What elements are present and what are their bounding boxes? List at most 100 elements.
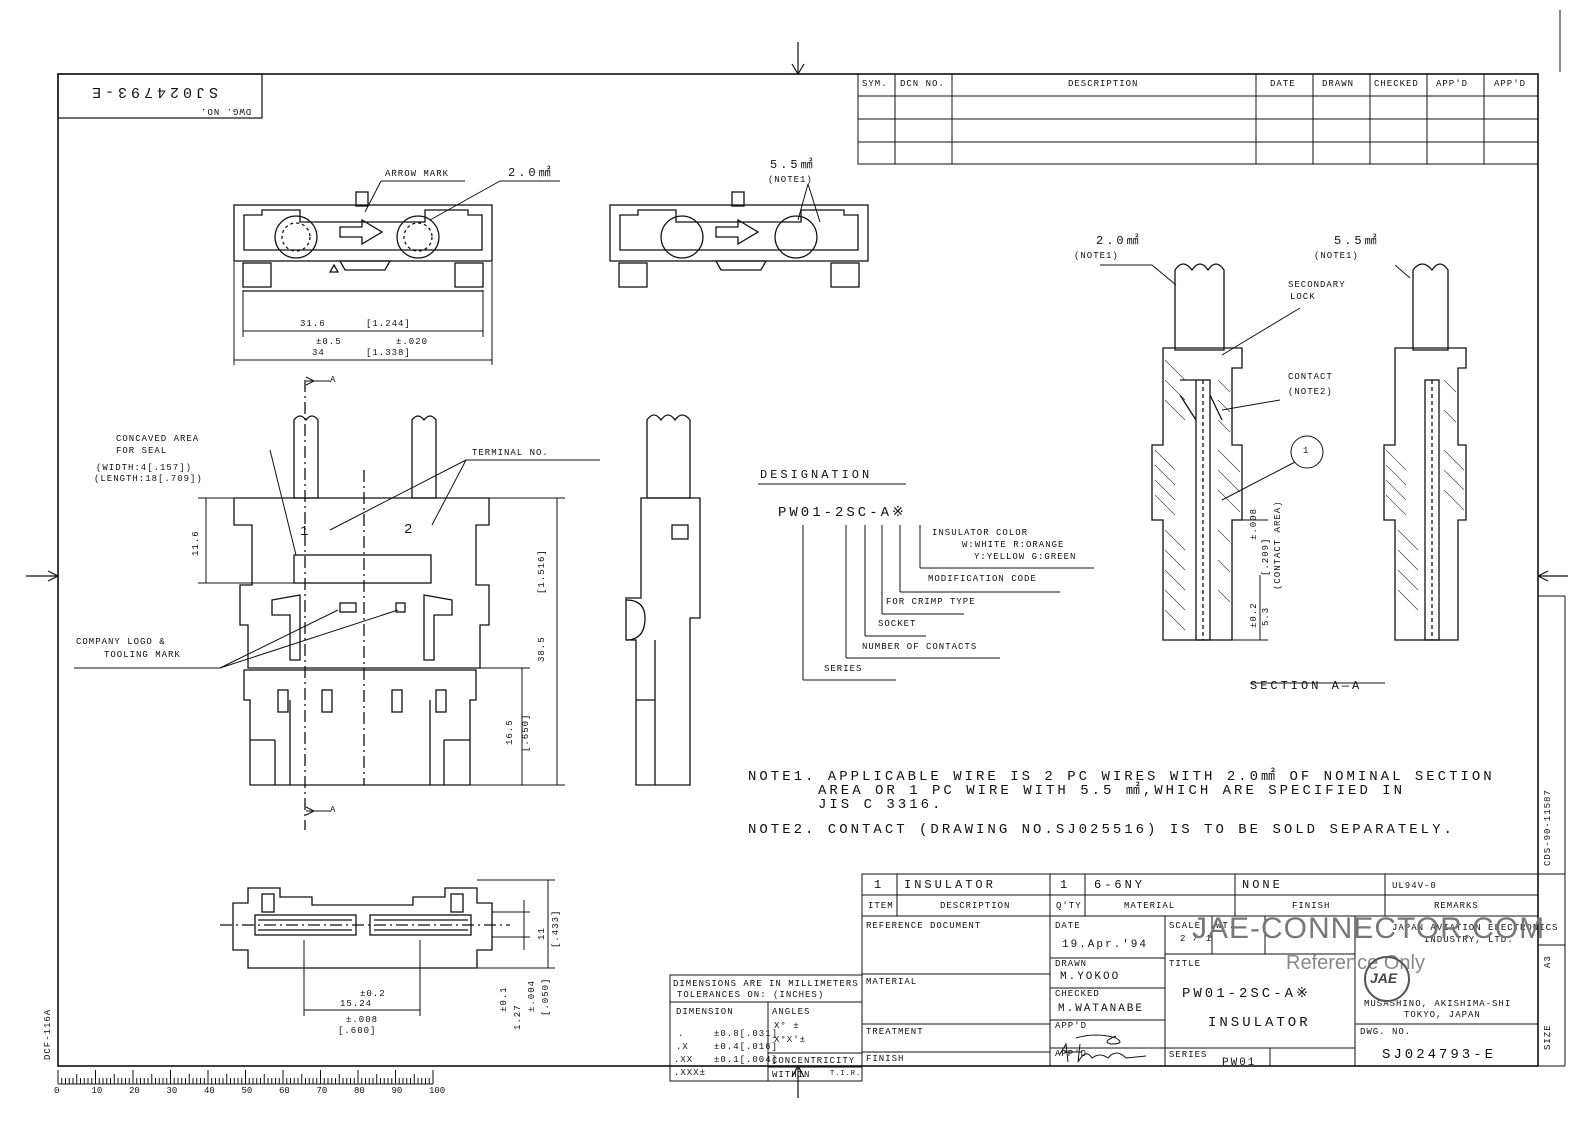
tb-dwg-no-label: DWG. NO. (1360, 1027, 1412, 1037)
tol-angle2: X°X'± (774, 1035, 807, 1045)
designation-crimp: FOR CRIMP TYPE (886, 597, 976, 607)
wire-5-5-label: 5.5㎟ (770, 158, 816, 172)
tb-title-label: TITLE (1169, 959, 1202, 969)
parts-qty: 1 (1060, 878, 1071, 892)
dim-38-5-in: [1.516] (537, 549, 547, 594)
tb-title-line2: INSULATOR (1208, 1015, 1311, 1031)
parts-h-material: MATERIAL (1124, 901, 1176, 911)
ruler-label: 90 (391, 1086, 403, 1096)
dim-31-6-in: [1.244] (366, 319, 411, 329)
section-contact-area: (CONTACT AREA) (1273, 500, 1283, 590)
rev-col-date: DATE (1270, 79, 1296, 89)
dcf-code: DCF-116A (43, 1008, 53, 1060)
parts-description: INSULATOR (904, 878, 996, 892)
ruler-label: 70 (316, 1086, 328, 1096)
note1-line3: JIS C 3316. (818, 797, 944, 813)
section-tol-008: ±.008 (1249, 507, 1259, 540)
tol-tir: T.I.R. (830, 1070, 862, 1078)
designation-code: PW01-2SC-A※ (778, 505, 907, 521)
dim-16-5-in: [.650] (521, 713, 531, 752)
rev-col-description: DESCRIPTION (1068, 79, 1139, 89)
designation-color-line1: W:WHITE R:ORANGE (962, 540, 1065, 550)
concaved-width: (WIDTH:4[.157]) (96, 463, 193, 473)
parts-h-description: DESCRIPTION (940, 901, 1011, 911)
tb-size-label: SIZE (1543, 1024, 1553, 1050)
tol-line2: TOLERANCES ON: (INCHES) (677, 990, 825, 1000)
jae-logo (1364, 956, 1410, 1002)
tol-angles: ANGLES (772, 1007, 811, 1017)
jae-logo-text: JAE (1370, 970, 1398, 986)
tb-appd-label: APP'D (1055, 1021, 1088, 1031)
tb-date-value: 19.Apr.'94 (1062, 939, 1149, 951)
tol-0-2-bottom: ±0.2 (360, 989, 386, 999)
tol-angle1: X° ± (774, 1021, 800, 1031)
ruler-label: 10 (91, 1086, 103, 1096)
concaved-length: (LENGTH:18[.709]) (94, 474, 203, 484)
parts-item: 1 (874, 878, 885, 892)
tb-wt-label: WT. (1216, 921, 1236, 931)
ruler-label: 60 (279, 1086, 290, 1096)
section-wire-5-5: 5.5㎟ (1334, 234, 1380, 248)
tol-r1: ±0.8[.031] (714, 1029, 779, 1039)
tb-treatment: TREATMENT (866, 1027, 924, 1037)
note2-line: NOTE2. CONTACT (DRAWING NO.SJ025516) IS … (748, 822, 1455, 838)
dim-38-5: 38.5 (537, 636, 547, 662)
parts-remarks: UL94V-0 (1392, 881, 1437, 891)
section-tol-0-2: ±0.2 (1249, 602, 1259, 628)
tb-company-line1: JAPAN AVIATION ELECTRONICS (1392, 923, 1559, 933)
ruler-label: 20 (129, 1086, 140, 1096)
terminal-no-label: TERMINAL NO. (472, 448, 549, 458)
rev-col-sym: SYM. (862, 79, 888, 89)
ruler-label: 40 (204, 1086, 215, 1096)
tb-scale-label: SCALE (1169, 921, 1202, 931)
dim-31-6: 31.6 (300, 319, 326, 329)
designation-contacts: NUMBER OF CONTACTS (862, 642, 978, 652)
tb-address-line2: TOKYO, JAPAN (1404, 1010, 1481, 1020)
tb-scale-value: 2 / 1 (1180, 934, 1213, 944)
contact-label: CONTACT (1288, 372, 1333, 382)
tb-title-line1: PW01-2SC-A※ (1182, 986, 1311, 1002)
tol-dimension: DIMENSION (676, 1007, 734, 1017)
terminal-2: 2 (404, 522, 416, 538)
designation-modification: MODIFICATION CODE (928, 574, 1037, 584)
designation-color-line2: Y:YELLOW G:GREEN (974, 552, 1077, 562)
ruler-label: 100 (429, 1086, 446, 1096)
tol-concentricity: CONCENTRICITY (772, 1056, 856, 1066)
tol-r3-dec: .XX (674, 1055, 694, 1065)
cds-code: CDS-90-11587 (1543, 789, 1553, 866)
ruler-label: 50 (241, 1086, 253, 1096)
rev-col-dcn: DCN NO. (900, 79, 945, 89)
secondary-lock-line2: LOCK (1290, 292, 1316, 302)
tol-r4-dec: .XXX± (674, 1068, 707, 1078)
tol-0-5: ±0.5 (316, 337, 342, 347)
note1-line1: NOTE1. APPLICABLE WIRE IS 2 PC WIRES WIT… (748, 769, 1495, 785)
terminal-1: 1 (300, 524, 312, 540)
tol-020: ±.020 (396, 337, 429, 347)
tb-date-label: DATE (1055, 921, 1081, 931)
tol-008-bottom: ±.008 (346, 1015, 379, 1025)
dwg-no-stamp-label: DWG. NO. (200, 106, 252, 116)
designation-series: SERIES (824, 664, 863, 674)
note1-line2: AREA OR 1 PC WIRE WITH 5.5 ㎟,WHICH ARE S… (818, 783, 1406, 799)
tol-within: WITHIN (772, 1070, 811, 1080)
balloon-item-1: 1 (1303, 446, 1310, 456)
tb-material: MATERIAL (866, 977, 918, 987)
section-mark-bottom: A (330, 805, 337, 815)
dim-433: [.433] (551, 909, 561, 948)
dim-1-27: 1.27 (513, 1004, 523, 1030)
section-note1-b: (NOTE1) (1314, 251, 1359, 261)
section-wire-2mm: 2.0㎟ (1096, 234, 1142, 248)
tol-r1-dec: . (678, 1029, 685, 1039)
tb-finish: FINISH (866, 1054, 905, 1064)
section-caption: SECTION A—A (1250, 679, 1363, 693)
section-dim-209: [.209] (1261, 537, 1271, 576)
note1-ref-top: (NOTE1) (768, 175, 813, 185)
tb-appd2-label: APP'D (1055, 1049, 1088, 1059)
parts-h-item: ITEM (868, 901, 894, 911)
tol-line1: DIMENSIONS ARE IN MILLIMETERS (673, 979, 859, 989)
rev-col-appd2: APP'D (1494, 79, 1527, 89)
dim-600: [.600] (338, 1026, 377, 1036)
parts-material: 6-6NY (1094, 878, 1146, 892)
